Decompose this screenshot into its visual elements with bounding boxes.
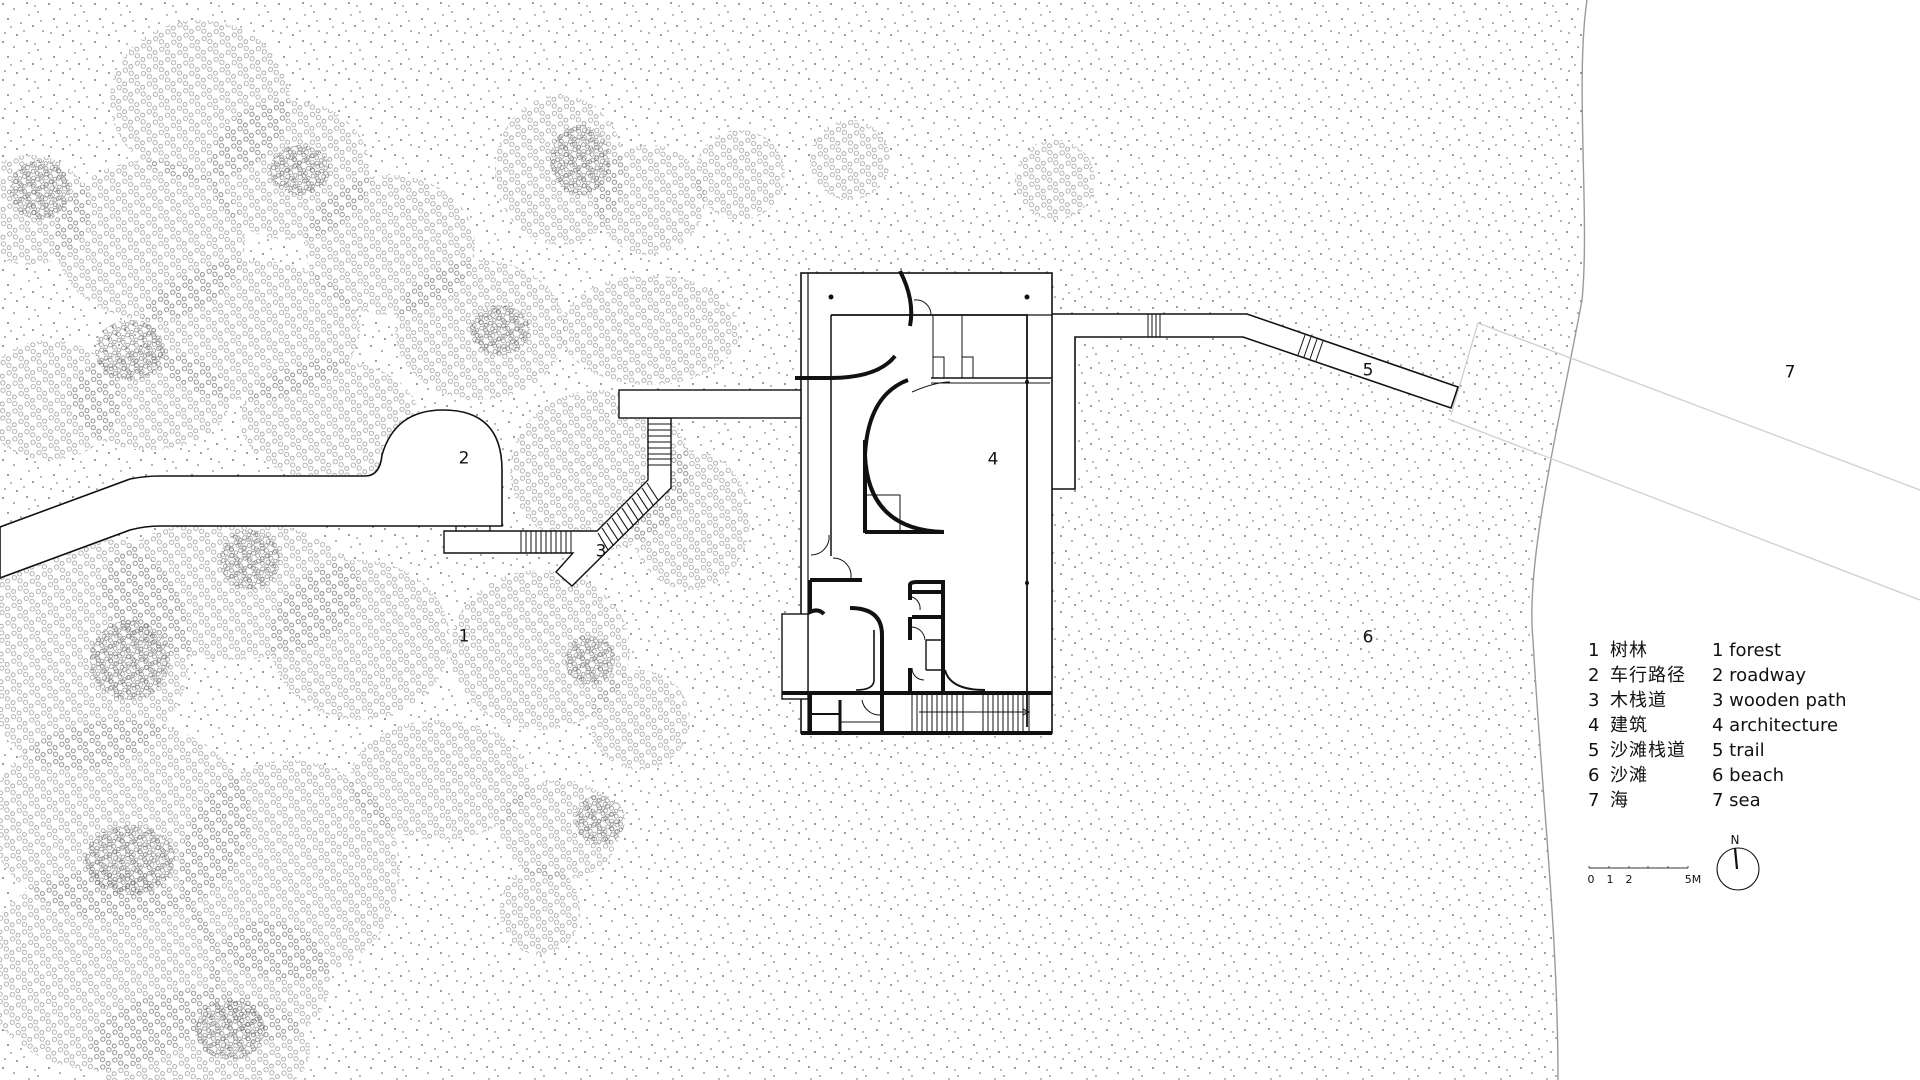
legend-english-label: 5 trail [1712, 740, 1765, 761]
building-plan [781, 270, 1053, 735]
legend-english-label: 2 roadway [1712, 665, 1807, 686]
wooden-path [443, 389, 809, 587]
scale-label-1: 1 [1606, 873, 1614, 886]
legend-number: 7 [1588, 790, 1600, 811]
legend-english-label: 3 wooden path [1712, 690, 1847, 711]
forest-canopy [0, 20, 1095, 1080]
scale-label-0: 0 [1587, 873, 1595, 886]
shoreline [1531, 0, 1588, 1080]
legend-english-label: 6 beach [1712, 765, 1785, 786]
map-label-trail: 5 [1362, 360, 1374, 381]
legend-english-label: 4 architecture [1712, 715, 1839, 736]
legend-number: 5 [1588, 740, 1600, 761]
sea-area [1531, 0, 1920, 1080]
legend-number: 2 [1588, 665, 1600, 686]
legend-number: 1 [1588, 640, 1600, 661]
legend-english-label: 1 forest [1712, 640, 1782, 661]
legend-chinese-label: 木栈道 [1610, 690, 1667, 711]
legend-chinese-label: 树林 [1610, 640, 1648, 661]
map-label-roadway: 2 [458, 448, 470, 469]
legend-chinese-label: 建筑 [1610, 715, 1648, 736]
map-label-architecture: 4 [987, 449, 999, 470]
legend-number: 4 [1588, 715, 1600, 736]
legend-number: 3 [1588, 690, 1600, 711]
north-arrow [1716, 847, 1760, 891]
north-arrow-label: N [1730, 833, 1740, 847]
legend-chinese-label: 海 [1610, 790, 1629, 811]
legend-chinese-label: 沙滩 [1610, 765, 1648, 786]
legend-chinese-label: 车行路径 [1610, 665, 1686, 686]
roadway [0, 409, 503, 579]
scale-label-5m: 5M [1684, 873, 1702, 886]
scale-label-2: 2 [1625, 873, 1633, 886]
legend-english-label: 7 sea [1712, 790, 1761, 811]
map-label-forest: 1 [458, 626, 470, 647]
map-label-sea: 7 [1784, 362, 1796, 383]
trail [1052, 313, 1460, 490]
map-label-wooden-path: 3 [595, 541, 607, 562]
sea-lines [1447, 322, 1920, 601]
legend-chinese-label: 沙滩栈道 [1610, 740, 1686, 761]
map-label-beach: 6 [1362, 627, 1374, 648]
legend-number: 6 [1588, 765, 1600, 786]
scale-bar [1588, 866, 1689, 869]
